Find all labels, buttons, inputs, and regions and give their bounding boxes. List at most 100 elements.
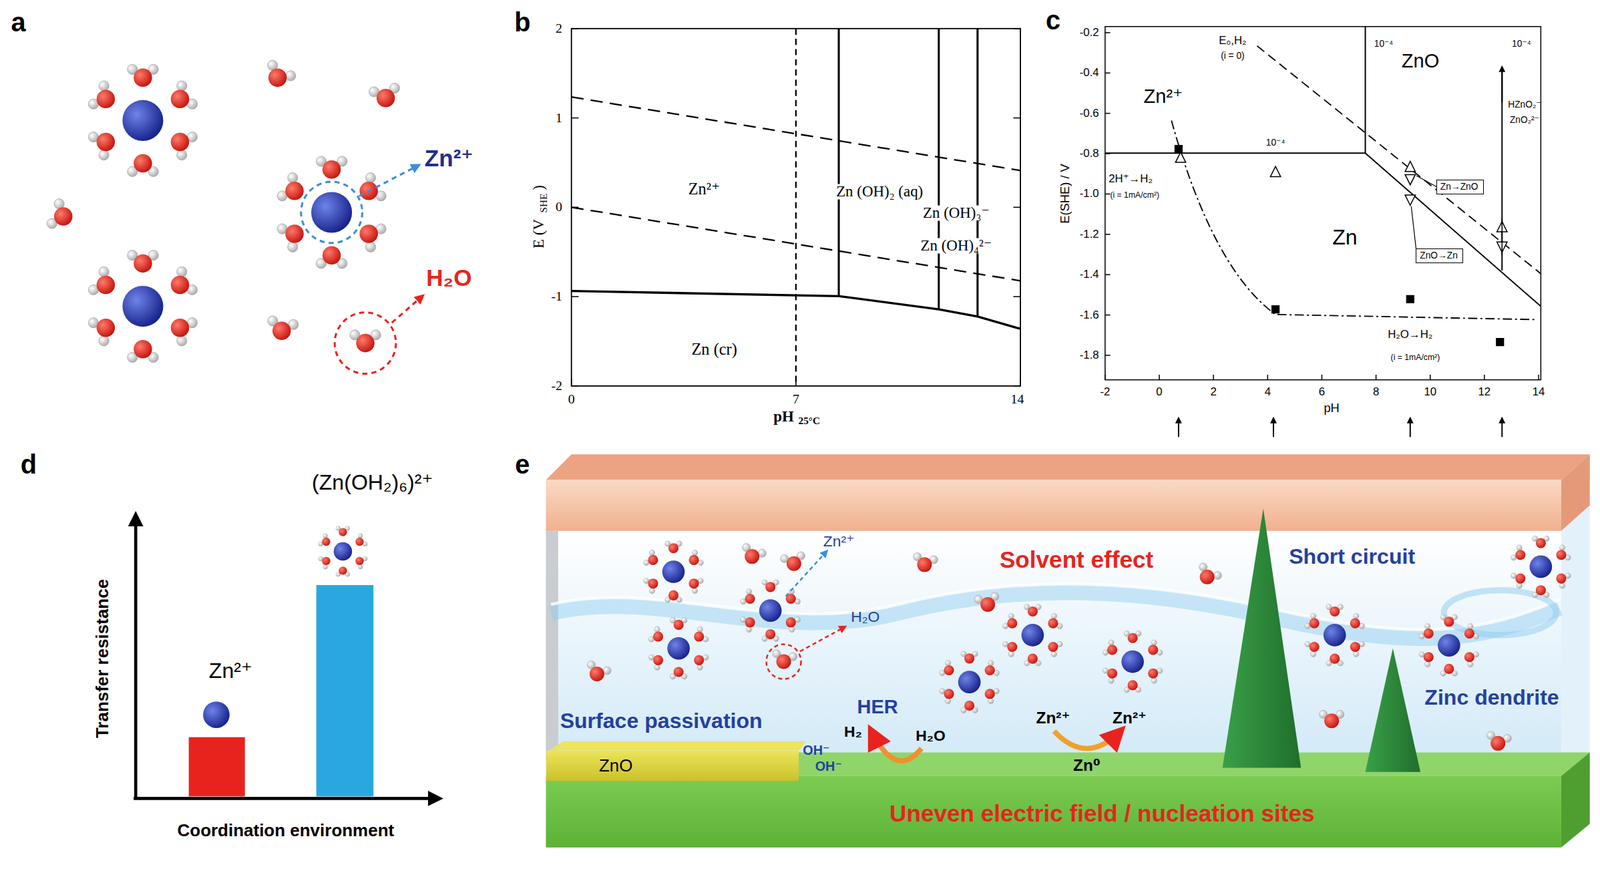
zinc-ion: [958, 670, 981, 694]
zinc-ion: [662, 560, 686, 583]
hydrogen-atom: [697, 626, 703, 632]
hydrogen-atom: [1516, 582, 1522, 589]
text-label: (Zn(OH₂)₆)²⁺: [311, 470, 433, 493]
oxygen-atom: [944, 688, 955, 699]
arrow: [1177, 418, 1180, 438]
oxygen-atom: [1309, 618, 1320, 629]
hydrogen-atom: [988, 659, 994, 666]
text-label: 25°C: [798, 415, 821, 426]
oxygen-atom: [647, 554, 658, 565]
axis-tick: [571, 295, 579, 298]
passivation-layer: [548, 741, 807, 751]
zinc-ion: [122, 285, 163, 327]
oxygen-atom: [1324, 713, 1339, 728]
text-label: -2: [1099, 386, 1110, 398]
panel-letter: c: [1045, 7, 1061, 35]
data-point: [1495, 337, 1504, 346]
oxygen-atom: [653, 631, 664, 642]
text-label: 10⁻⁴: [1511, 39, 1531, 49]
hydrogen-atom: [287, 172, 298, 183]
oxygen-atom: [668, 542, 679, 553]
text-label: 6: [1318, 386, 1325, 398]
plot-line: [1105, 152, 1366, 154]
plot-line: [795, 28, 797, 386]
oxygen-atom: [1329, 653, 1340, 664]
hydrogen-atom: [1151, 639, 1157, 646]
oxygen-atom: [786, 556, 802, 571]
oxygen-atom: [355, 556, 364, 565]
panel-a: [46, 60, 423, 374]
hydrogen-atom: [287, 241, 298, 252]
panel-letter: e: [514, 451, 530, 479]
text-label: -0.4: [1079, 67, 1100, 79]
hydrogen-atom: [1051, 651, 1057, 657]
oxygen-atom: [133, 339, 153, 359]
plot-frame: [1105, 26, 1541, 380]
oxygen-atom: [1027, 653, 1038, 664]
hydrogen-atom: [98, 80, 109, 91]
oxygen-atom: [321, 537, 330, 546]
text-label: -1.0: [1079, 188, 1100, 200]
callout-arrow: [800, 627, 845, 652]
zinc-ion: [667, 637, 690, 660]
text-label: E₀,H₂: [1218, 35, 1247, 47]
axis-tick: [1013, 295, 1021, 298]
text-label: 2H⁺→H₂: [1108, 172, 1153, 185]
electrolyte: [546, 530, 1562, 776]
callout-arrow: [785, 550, 827, 596]
bar: [188, 737, 246, 797]
axis-tick: [1212, 374, 1215, 380]
oxygen-atom: [338, 566, 347, 575]
oxygen-atom: [693, 631, 704, 642]
hydrogen-atom: [1008, 651, 1014, 657]
oxygen-atom: [321, 556, 330, 565]
reaction-arrow: [1053, 731, 1120, 749]
plot-line: [838, 28, 841, 297]
hydrogen-atom: [357, 564, 363, 569]
hydrogen-atom: [1310, 613, 1316, 619]
text-label: -1.4: [1079, 269, 1100, 281]
text-label: 1: [555, 111, 563, 125]
hydrogen-atom: [1051, 613, 1057, 619]
hydrogen-atom: [323, 564, 328, 569]
axis-tick: [1105, 32, 1111, 34]
oxygen-atom: [1147, 668, 1158, 679]
plot-line: [937, 28, 940, 310]
zinc-ion: [759, 598, 782, 622]
text-label: H₂: [844, 723, 863, 739]
wave: [550, 583, 1560, 630]
oxygen-atom: [1443, 616, 1454, 627]
oxygen-atom: [1423, 628, 1434, 639]
panel-letter: a: [10, 9, 26, 37]
text-label: Zn (cr): [691, 341, 738, 358]
hydrogen-atom: [98, 266, 109, 277]
text-label: H₂O: [915, 727, 946, 743]
oxygen-atom: [1350, 618, 1361, 629]
hydrogen-atom: [176, 266, 187, 277]
text-label: Zn²⁺: [1036, 709, 1071, 726]
plot-line: [1365, 152, 1542, 306]
oxygen-atom: [653, 655, 664, 666]
hydrogen-atom: [1213, 570, 1222, 579]
text-label: Zn²⁺: [424, 146, 474, 170]
hydrogen-atom: [1151, 677, 1157, 684]
oxygen-atom: [285, 224, 304, 244]
text-label: Zn²⁺: [1143, 87, 1184, 107]
text-label: Uneven electric field / nucleation sites: [889, 802, 1315, 826]
node-text: ZnO: [598, 755, 800, 776]
axis-tick: [1105, 314, 1111, 316]
hydrogen-atom: [988, 697, 994, 704]
oxygen-atom: [689, 554, 700, 565]
text-label: 10⁻⁴: [1374, 39, 1393, 49]
oxygen-atom: [268, 68, 288, 87]
axis-line: [134, 515, 138, 798]
text-label: Zn²⁺: [823, 533, 855, 549]
plot-frame: [571, 28, 1021, 386]
text-label: 4: [1264, 386, 1271, 398]
text-label: 12: [1478, 386, 1492, 398]
oxygen-atom: [272, 321, 292, 341]
reaction-arrow: [871, 731, 922, 762]
axis-tick: [1267, 374, 1269, 380]
hydrogen-atom: [1353, 613, 1359, 619]
text-label: Zn²⁺: [209, 659, 253, 682]
